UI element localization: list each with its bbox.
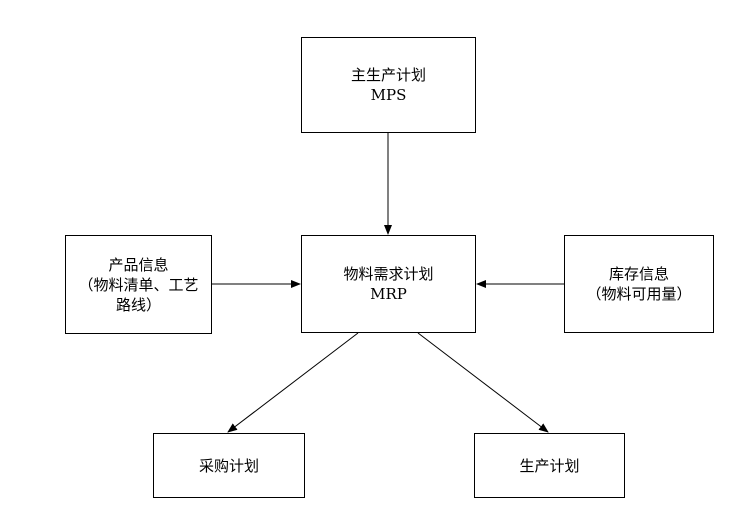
- mps-box: 主生产计划 MPS: [301, 37, 476, 133]
- purchase-plan-box: 采购计划: [153, 433, 305, 498]
- inventory-info-title: 库存信息: [608, 265, 669, 283]
- purchase-plan-title: 采购计划: [198, 456, 259, 475]
- production-plan-box: 生产计划: [474, 433, 625, 498]
- mrp-abbr: MRP: [370, 285, 407, 303]
- mrp-box: 物料需求计划 MRP: [301, 235, 476, 333]
- product-info-title: 产品信息: [108, 255, 169, 274]
- mps-abbr: MPS: [370, 86, 407, 104]
- production-plan-title: 生产计划: [519, 456, 580, 475]
- arrow-mrp-to-purchase: [227, 332, 359, 433]
- product-info-detail-1: （物料清单、工艺: [78, 275, 199, 294]
- arrow-mrp-to-production: [417, 332, 549, 433]
- product-info-box: 产品信息 （物料清单、工艺 路线）: [65, 235, 212, 334]
- inventory-info-box: 库存信息 （物料可用量）: [564, 235, 714, 333]
- inventory-info-detail: （物料可用量）: [586, 285, 692, 303]
- mps-title: 主生产计划: [350, 66, 426, 84]
- product-info-detail-2: 路线）: [115, 295, 161, 314]
- mrp-title: 物料需求计划: [343, 265, 434, 283]
